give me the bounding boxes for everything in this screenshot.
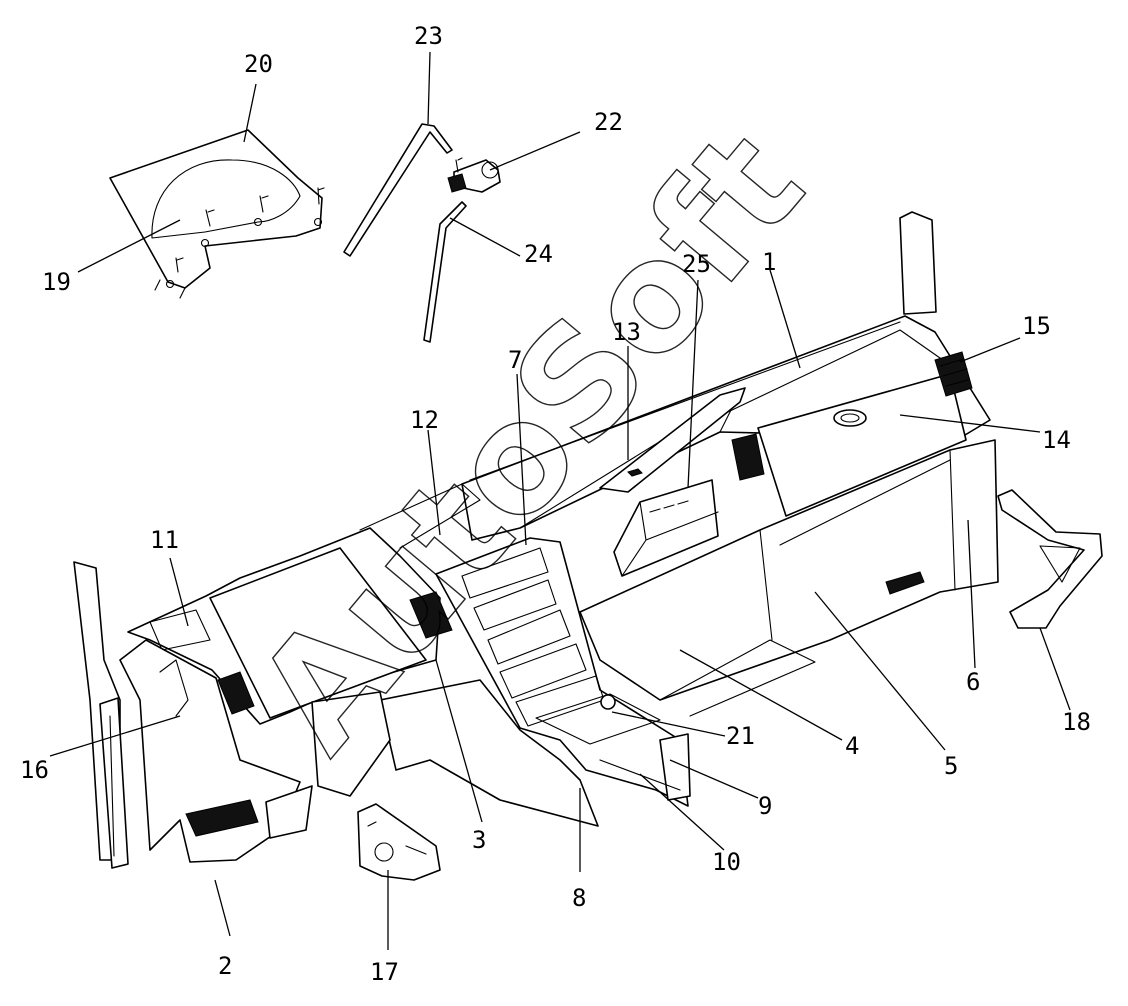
callout-5: 5 <box>944 752 958 780</box>
callout-7: 7 <box>508 346 522 374</box>
callout-4: 4 <box>845 732 859 760</box>
callout-2: 2 <box>218 952 232 980</box>
callout-25: 25 <box>682 250 711 278</box>
callout-3: 3 <box>472 826 486 854</box>
part-23-rod <box>343 123 453 257</box>
callout-24: 24 <box>524 240 553 268</box>
callout-18: 18 <box>1062 708 1091 736</box>
callout-17: 17 <box>370 958 399 986</box>
callout-6: 6 <box>966 668 980 696</box>
callout-16: 16 <box>20 756 49 784</box>
callout-8: 8 <box>572 884 586 912</box>
dashboard-assembly <box>73 211 999 869</box>
part-24-rod <box>423 201 467 343</box>
callout-11: 11 <box>150 526 179 554</box>
callout-23: 23 <box>414 22 443 50</box>
callout-14: 14 <box>1042 426 1071 454</box>
part-17-bracket <box>357 803 441 881</box>
callout-15: 15 <box>1022 312 1051 340</box>
callout-22: 22 <box>594 108 623 136</box>
callout-20: 20 <box>244 50 273 78</box>
callout-9: 9 <box>758 792 772 820</box>
leader-lines <box>49 51 1071 950</box>
part-20-cover-plate <box>109 129 323 299</box>
part-19-screws <box>175 187 325 273</box>
callout-1: 1 <box>762 248 776 276</box>
callout-19: 19 <box>42 268 71 296</box>
part-22-lighter <box>447 157 501 193</box>
callout-21: 21 <box>726 722 755 750</box>
callout-13: 13 <box>612 318 641 346</box>
callout-labels: 1 2 3 4 5 6 7 8 9 10 11 12 13 14 15 16 1… <box>20 22 1091 986</box>
callout-12: 12 <box>410 406 439 434</box>
callout-10: 10 <box>712 848 741 876</box>
part-18-bracket <box>997 489 1103 629</box>
